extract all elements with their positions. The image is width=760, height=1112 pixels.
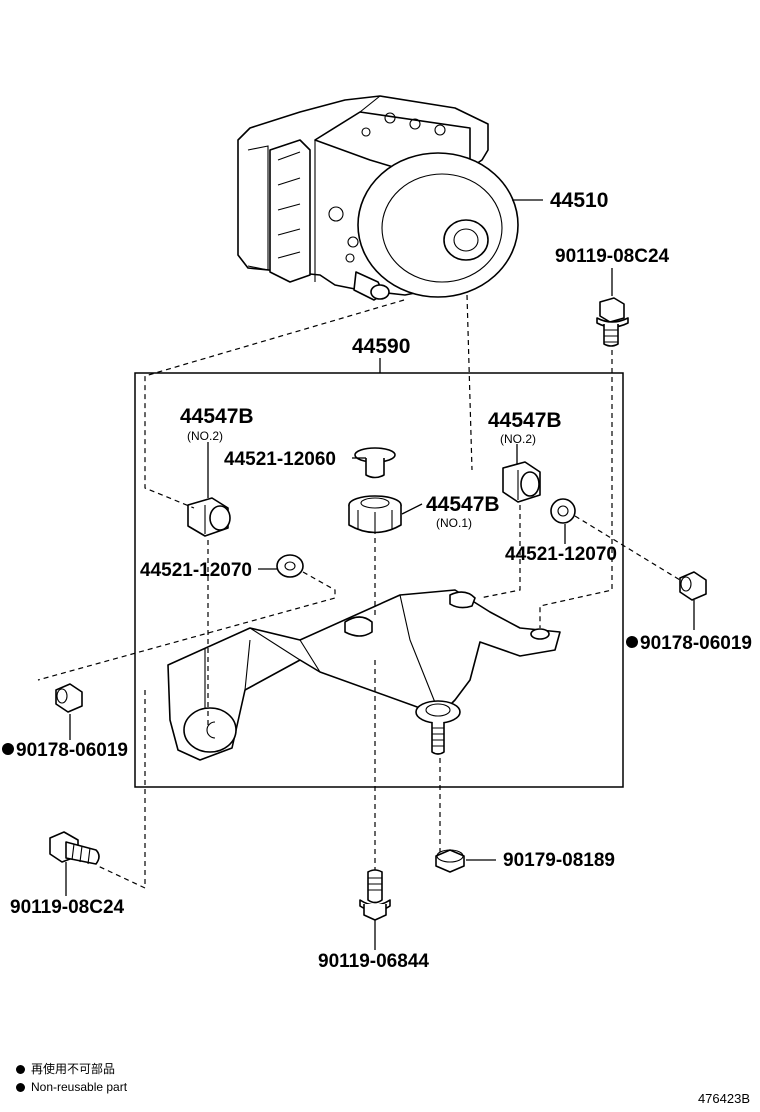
label-44547b-no1-sub: (NO.1) — [436, 516, 472, 530]
assembly-lines — [37, 294, 681, 889]
label-44521-12060: 44521-12060 — [224, 449, 336, 470]
label-44547b-left-sub: (NO.2) — [187, 429, 223, 443]
leader-lines — [65, 199, 695, 950]
catalog-number: 476423B — [697, 1091, 750, 1106]
bracket-drawing — [167, 589, 561, 761]
label-90178-06019-left: 90178-06019 — [16, 740, 128, 761]
label-44521-12070-left: 44521-12070 — [140, 560, 252, 581]
label-90179-08189: 90179-08189 — [503, 850, 615, 871]
non-reusable-dot-left — [2, 743, 14, 755]
label-44547b-no1: 44547B — [426, 493, 500, 516]
washer-right-drawing — [550, 498, 576, 524]
legend-row-en: Non-reusable part — [16, 1078, 127, 1096]
cushion-no2-right-drawing — [502, 461, 541, 503]
bolt-bottom-left-drawing — [49, 831, 100, 865]
label-90119-08c24-bottom: 90119-08C24 — [10, 897, 125, 918]
abs-actuator-drawing — [237, 95, 519, 301]
legend-text-jp: 再使用不可部品 — [31, 1062, 116, 1076]
bracket-assy-frame — [134, 372, 624, 788]
bracket-stud-drawing — [431, 722, 445, 755]
nut-right-drawing — [679, 571, 707, 601]
legend-dot-en — [16, 1082, 25, 1092]
label-44590: 44590 — [352, 335, 410, 358]
nut-bottom-drawing — [435, 849, 465, 873]
legend: 再使用不可部品 Non-reusable part — [16, 1060, 127, 1096]
washer-left-drawing — [276, 554, 304, 578]
label-44510: 44510 — [550, 189, 608, 212]
cushion-no2-left-drawing — [187, 497, 231, 537]
label-90178-06019-right: 90178-06019 — [640, 633, 752, 654]
legend-dot-jp — [16, 1064, 25, 1074]
label-90119-06844: 90119-06844 — [318, 951, 429, 972]
label-44521-12070-right: 44521-12070 — [505, 544, 617, 565]
bolt-top-right-drawing — [596, 297, 629, 347]
non-reusable-dot-right — [626, 636, 638, 648]
legend-row-jp: 再使用不可部品 — [16, 1060, 127, 1078]
label-44547b-left: 44547B — [180, 405, 254, 428]
bolt-bottom-drawing — [359, 869, 391, 921]
nut-left-drawing — [55, 683, 83, 713]
collar-drawing — [354, 447, 396, 479]
label-44547b-right: 44547B — [488, 409, 562, 432]
label-90119-08c24-top: 90119-08C24 — [555, 246, 670, 267]
cushion-no1-drawing — [348, 495, 402, 534]
label-44547b-right-sub: (NO.2) — [500, 432, 536, 446]
legend-text-en: Non-reusable part — [31, 1080, 128, 1094]
